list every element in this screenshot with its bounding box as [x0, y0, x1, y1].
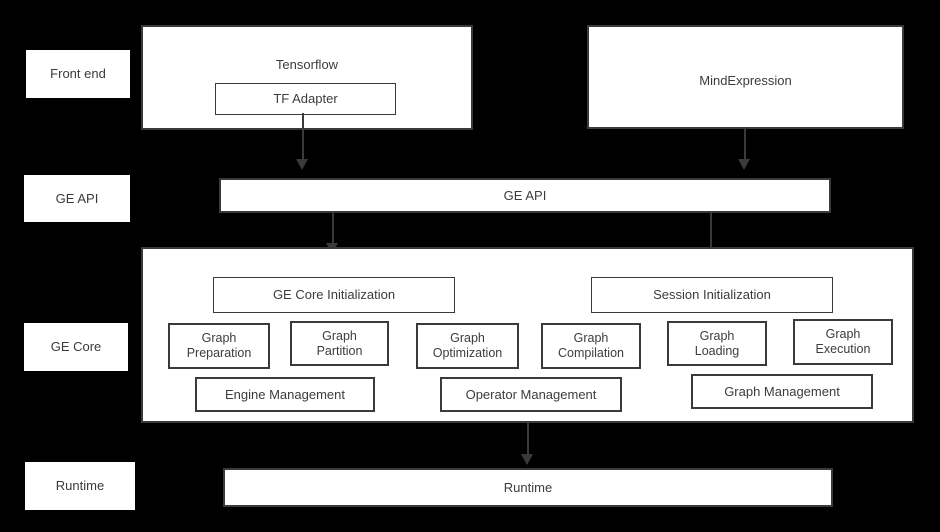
- connector-mindexpression-to-ge-api-line: [744, 129, 746, 161]
- connector-ge-api-to-session-init-line: [710, 213, 712, 261]
- stage-label-ge-core: GE Core: [24, 323, 128, 371]
- module-graph-optimization[interactable]: Graph Optimization: [416, 323, 519, 369]
- module-graph-loading[interactable]: Graph Loading: [667, 321, 767, 366]
- session-initialization-box[interactable]: Session Initialization: [591, 277, 833, 313]
- connector-ge-core-to-runtime-line: [527, 423, 529, 456]
- stage-label-front-end: Front end: [26, 50, 130, 98]
- runtime-bar[interactable]: Runtime: [223, 468, 833, 507]
- frontend-mindexpression-frame[interactable]: MindExpression: [587, 25, 904, 129]
- manager-engine-management[interactable]: Engine Management: [195, 377, 375, 412]
- manager-graph-management[interactable]: Graph Management: [691, 374, 873, 409]
- stage-label-runtime: Runtime: [25, 462, 135, 510]
- stage-label-ge-api: GE API: [24, 175, 130, 222]
- connector-ge-api-to-core-init-line: [332, 213, 334, 245]
- module-graph-compilation[interactable]: Graph Compilation: [541, 323, 641, 369]
- connector-tf-adapter-to-ge-api-arrow: [296, 159, 308, 170]
- manager-operator-management[interactable]: Operator Management: [440, 377, 622, 412]
- module-graph-preparation[interactable]: Graph Preparation: [168, 323, 270, 369]
- ge-core-container: GE Core Initialization Session Initializ…: [141, 247, 914, 423]
- connector-tf-adapter-to-ge-api-line: [302, 113, 304, 161]
- ge-api-bar[interactable]: GE API: [219, 178, 831, 213]
- connector-ge-core-to-runtime-arrow: [521, 454, 533, 465]
- frontend-tensorflow-frame[interactable]: Tensorflow TF Adapter: [141, 25, 473, 130]
- ge-core-initialization-box[interactable]: GE Core Initialization: [213, 277, 455, 313]
- tf-adapter-box[interactable]: TF Adapter: [215, 83, 396, 115]
- module-graph-partition[interactable]: Graph Partition: [290, 321, 389, 366]
- module-graph-execution[interactable]: Graph Execution: [793, 319, 893, 365]
- connector-mindexpression-to-ge-api-arrow: [738, 159, 750, 170]
- tensorflow-title: Tensorflow: [275, 57, 339, 72]
- mindexpression-title: MindExpression: [699, 73, 792, 88]
